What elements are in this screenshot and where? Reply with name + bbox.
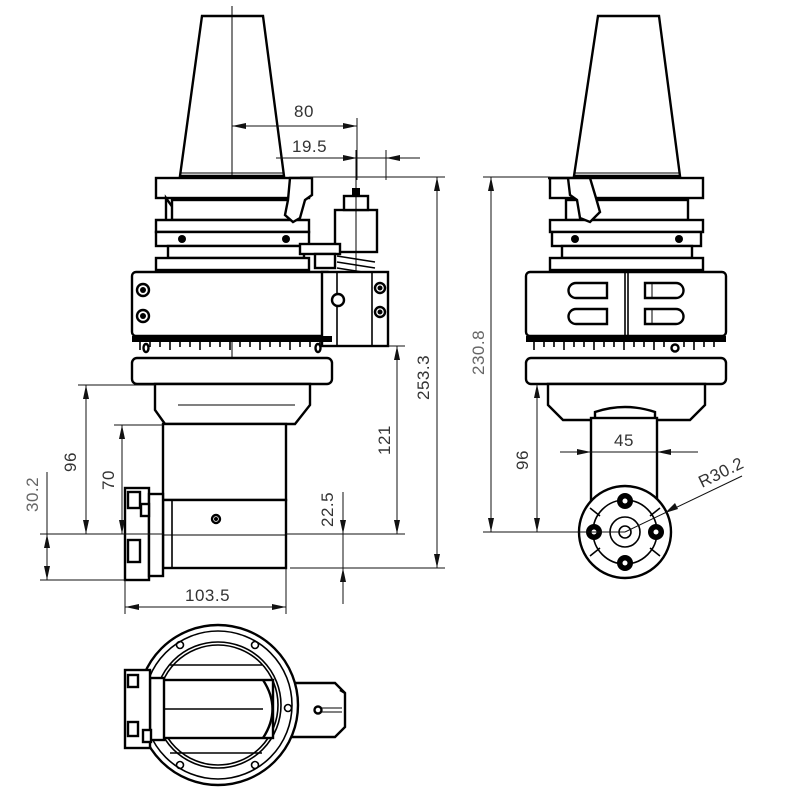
side-tool-taper — [572, 14, 682, 178]
front-neck — [153, 382, 312, 426]
front-view — [123, 6, 390, 582]
dim-head-width: 103.5 — [185, 586, 230, 605]
side-neck — [546, 382, 707, 422]
dim-side-flange-to-spindle: 96 — [513, 450, 532, 470]
dim-body-to-spindle: 121 — [375, 425, 394, 455]
side-dimensions: 230.8 96 45 R30.2 — [469, 176, 747, 533]
dim-bracket-width: 19.5 — [292, 137, 327, 156]
dim-neck-width: 45 — [614, 431, 634, 450]
bottom-view — [123, 623, 347, 787]
side-view — [524, 14, 728, 580]
dim-overall-height: 253.3 — [414, 355, 433, 400]
dim-spindle-to-bottom: 22.5 — [318, 492, 337, 527]
dim-taper-offset: 80 — [294, 102, 314, 121]
dim-side-overall-height: 230.8 — [469, 330, 488, 375]
dim-spindle-offset: 30.2 — [23, 477, 42, 512]
front-housing — [130, 270, 334, 338]
front-spindle-head — [161, 498, 288, 570]
front-dimensions: 80 19.5 253.3 121 22.5 96 — [23, 102, 445, 614]
dim-flange-to-spindle: 96 — [61, 452, 80, 472]
dim-neck-to-spindle: 70 — [99, 470, 118, 490]
side-housing — [524, 270, 728, 338]
